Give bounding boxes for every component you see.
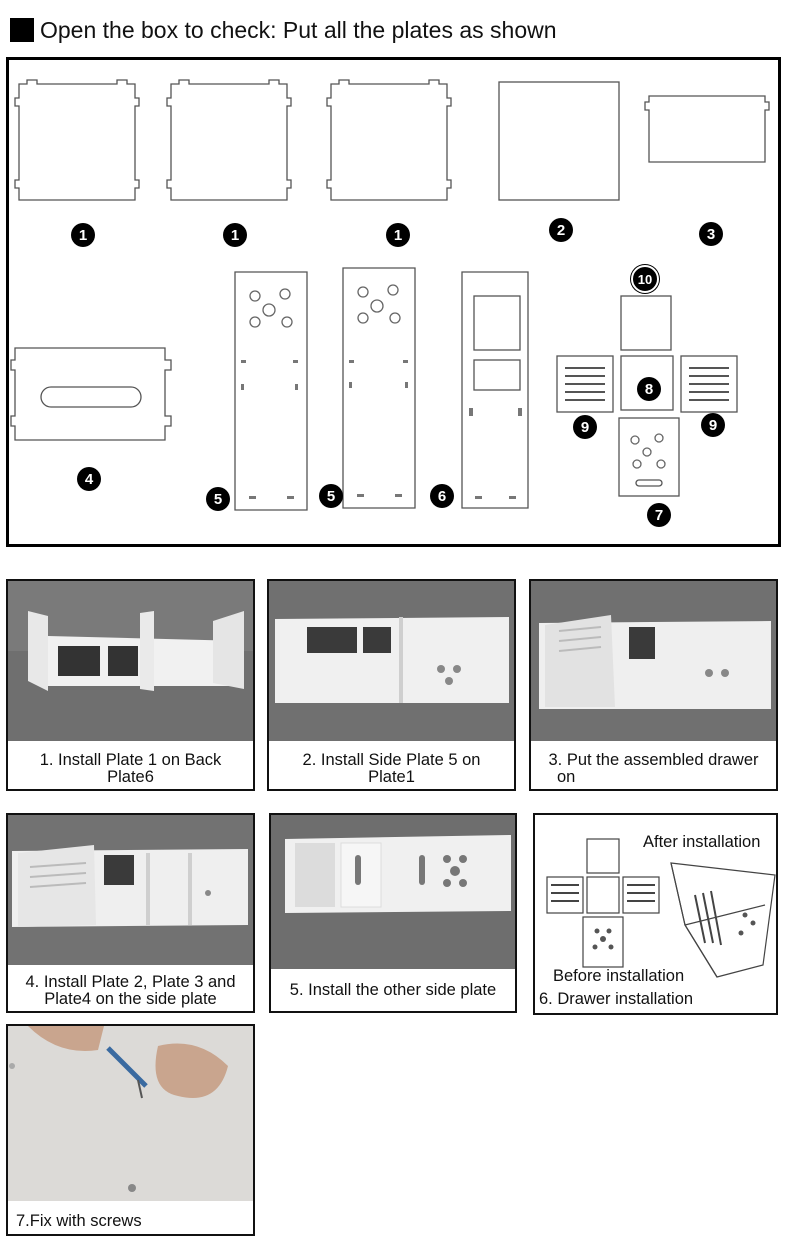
plate-5-shape	[342, 267, 416, 509]
caption-line: 2. Install Side Plate 5 on	[302, 751, 481, 769]
step-1-caption: 1. Install Plate 1 on Back Plate6	[12, 752, 249, 786]
plate-number: 10	[637, 271, 653, 287]
step-2-caption: 2. Install Side Plate 5 on Plate1	[273, 752, 510, 786]
black-square-icon	[10, 18, 34, 42]
plate-1-shape	[326, 79, 452, 201]
plate-number-badge: 8	[637, 377, 661, 401]
caption-line: 4. Install Plate 2, Plate 3 and	[25, 973, 236, 991]
section-header: Open the box to check: Put all the plate…	[10, 16, 557, 44]
step-4-panel: 4. Install Plate 2, Plate 3 and Plate4 o…	[6, 813, 255, 1013]
plate-number-badge: 4	[77, 467, 101, 491]
step-6-panel: After installation Before installation 6…	[533, 813, 778, 1015]
plate-number-badge: 1	[71, 223, 95, 247]
plates-overview: 1 1 1 2 3 4 5 5 6 7 8 9 9 10	[6, 57, 781, 547]
step-1-photo	[8, 581, 253, 741]
plate-1-shape	[166, 79, 292, 201]
plate-7-slot	[635, 479, 663, 487]
step-2-photo	[269, 581, 514, 741]
step-7-photo	[8, 1026, 253, 1201]
caption-line: Plate6	[107, 768, 154, 786]
step-5-panel: 5. Install the other side plate	[269, 813, 517, 1013]
plate-number: 5	[326, 487, 336, 505]
plate-number: 5	[213, 490, 223, 508]
step-4-photo	[8, 815, 253, 965]
plate-number: 7	[654, 506, 664, 524]
plate-9-slots	[565, 367, 729, 401]
step-3-photo	[531, 581, 776, 741]
caption-line: 3. Put the assembled drawer	[548, 751, 759, 769]
plates-diagram	[10, 79, 770, 511]
plate-number: 8	[644, 380, 654, 398]
step-2-panel: 2. Install Side Plate 5 on Plate1	[267, 579, 516, 791]
step-5-photo	[271, 815, 515, 969]
plate-9-shape	[546, 876, 584, 914]
plate-number: 1	[78, 226, 88, 244]
caption-line: 1. Install Plate 1 on Back	[39, 751, 222, 769]
plate-9-shape	[622, 876, 660, 914]
plate-number-badge: 6	[430, 484, 454, 508]
caption-line: 7.Fix with screws	[16, 1212, 142, 1230]
caption-line: 5. Install the other side plate	[289, 981, 497, 999]
step-7-caption: 7.Fix with screws	[12, 1213, 249, 1230]
caption-line: on	[557, 768, 576, 786]
step-1-panel: 1. Install Plate 1 on Back Plate6	[6, 579, 255, 791]
plate-number: 3	[706, 225, 716, 243]
after-installation-label: After installation	[643, 833, 761, 851]
plate-10-shape	[586, 838, 620, 874]
before-installation-label: Before installation	[553, 967, 685, 985]
drawer-slots	[551, 884, 722, 946]
mortise-marks	[241, 360, 522, 499]
assembled-drawer	[670, 862, 776, 978]
plate-6-window	[473, 295, 521, 351]
drawer-flowers	[592, 912, 756, 950]
plate-number-badge: 9	[573, 415, 597, 439]
plate-number-badge: 10	[631, 265, 659, 293]
plate-number: 9	[708, 416, 718, 434]
plate-number: 4	[84, 470, 94, 488]
plate-number-badge: 7	[647, 503, 671, 527]
plate-number-badge: 1	[386, 223, 410, 247]
plate-2-shape	[498, 81, 620, 201]
plate-number-badge: 9	[701, 413, 725, 437]
plate-number-badge: 1	[223, 223, 247, 247]
caption-line: Plate1	[368, 768, 415, 786]
plate-10-shape	[620, 295, 672, 351]
step-5-caption: 5. Install the other side plate	[275, 982, 511, 999]
plate-5-shape	[234, 271, 308, 511]
plate-8-shape	[586, 876, 620, 914]
plate-number: 9	[580, 418, 590, 436]
plate-number: 1	[393, 226, 403, 244]
step-6-caption: 6. Drawer installation	[539, 990, 694, 1008]
plate-number: 6	[437, 487, 447, 505]
plate-number-badge: 5	[206, 487, 230, 511]
step-7-panel: 7.Fix with screws	[6, 1024, 255, 1236]
flower-cutouts	[249, 284, 666, 469]
plate-number: 1	[230, 226, 240, 244]
plate-3-shape	[644, 95, 770, 163]
plate-number-badge: 3	[699, 222, 723, 246]
step-3-caption: 3. Put the assembled drawer on	[535, 752, 772, 786]
drawer-diagram	[546, 838, 776, 978]
plate-1-shape	[14, 79, 140, 201]
plate-number-badge: 2	[549, 218, 573, 242]
plate-number-badge: 5	[319, 484, 343, 508]
section-title: Open the box to check: Put all the plate…	[40, 16, 557, 43]
plate-4-slot	[40, 386, 142, 408]
step-4-caption: 4. Install Plate 2, Plate 3 and Plate4 o…	[12, 974, 249, 1008]
caption-line: Plate4 on the side plate	[44, 990, 217, 1008]
step-3-panel: 3. Put the assembled drawer on	[529, 579, 778, 791]
plate-number: 2	[556, 221, 566, 239]
plate-6-window	[473, 359, 521, 391]
